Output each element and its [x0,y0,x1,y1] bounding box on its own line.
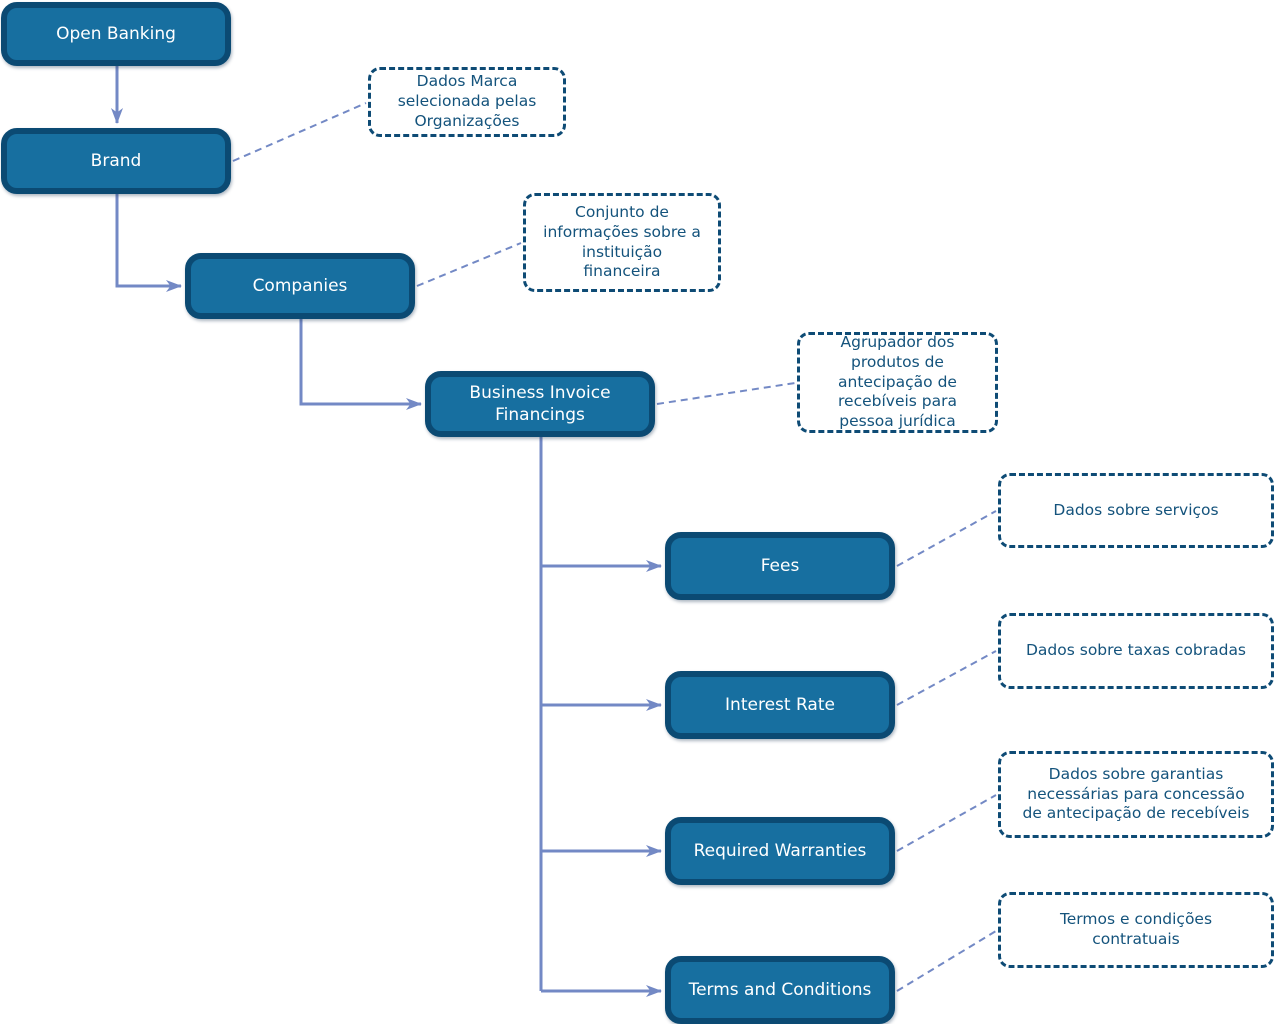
node-open-banking[interactable]: Open Banking [1,2,231,66]
note-interest-rate[interactable]: Dados sobre taxas cobradas [998,613,1274,689]
note-required-warranties[interactable]: Dados sobre garantias necessárias para c… [998,751,1274,838]
note-business-invoice-financings[interactable]: Agrupador dos produtos de antecipação de… [797,332,998,433]
link-companies-note [416,242,522,287]
edge-companies-to-business-invoice-financings [299,319,422,410]
node-brand[interactable]: Brand [1,128,231,194]
link-brand-note [232,102,367,162]
link-terms-and-conditions-note [896,930,997,992]
node-business-invoice-financings[interactable]: Business Invoice Financings [425,371,655,437]
note-brand[interactable]: Dados Marca selecionada pelas Organizaçõ… [368,67,566,137]
note-fees[interactable]: Dados sobre serviços [998,473,1274,548]
edge-brand-to-companies [115,194,182,292]
node-required-warranties[interactable]: Required Warranties [665,817,895,885]
note-terms-and-conditions[interactable]: Termos e condições contratuais [998,892,1274,968]
node-terms-and-conditions[interactable]: Terms and Conditions [665,956,895,1024]
link-fees-note [896,510,997,567]
link-interest-rate-note [896,650,997,706]
link-business-invoice-financings-note [656,382,796,405]
note-companies[interactable]: Conjunto de informações sobre a institui… [523,193,721,292]
node-interest-rate[interactable]: Interest Rate [665,671,895,739]
link-required-warranties-note [896,794,997,852]
node-companies[interactable]: Companies [185,253,415,319]
node-fees[interactable]: Fees [665,532,895,600]
